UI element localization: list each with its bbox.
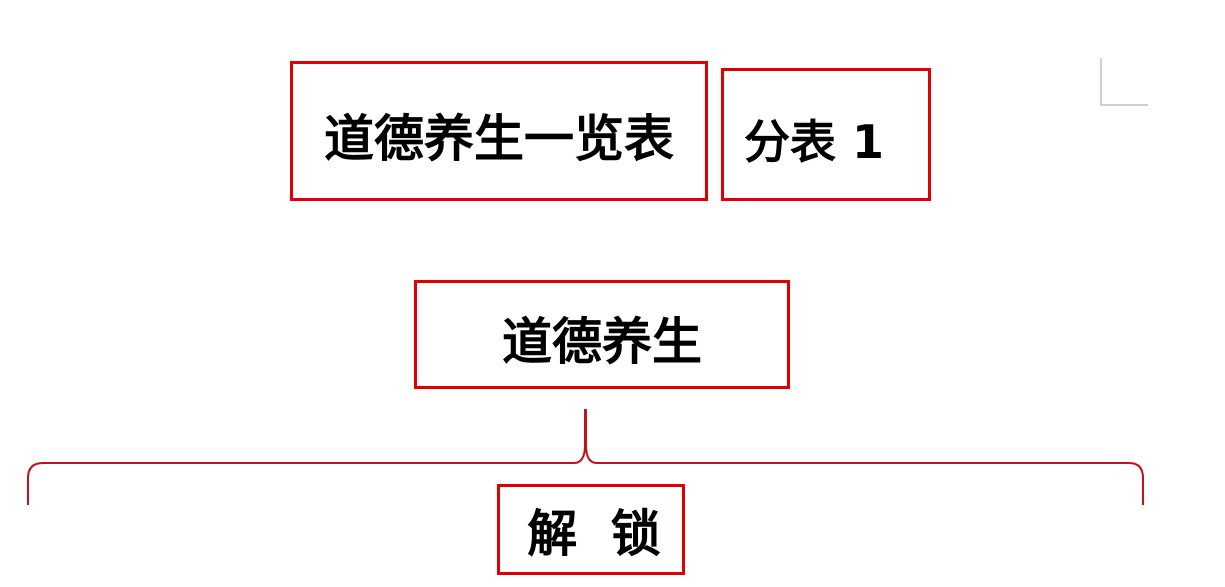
title-box: 道德养生一览表: [290, 61, 708, 201]
page-corner-mark: [1100, 58, 1148, 106]
child-node-text: 解 锁: [527, 504, 669, 563]
subtitle-box: 分表 1: [721, 68, 931, 201]
subtitle-text: 分表 1: [744, 114, 885, 169]
title-text: 道德养生一览表: [324, 110, 674, 168]
child-node-box: 解 锁: [497, 484, 685, 575]
curly-brace: [27, 409, 1144, 505]
root-node-text: 道德养生: [502, 312, 702, 371]
root-node-box: 道德养生: [414, 280, 790, 389]
